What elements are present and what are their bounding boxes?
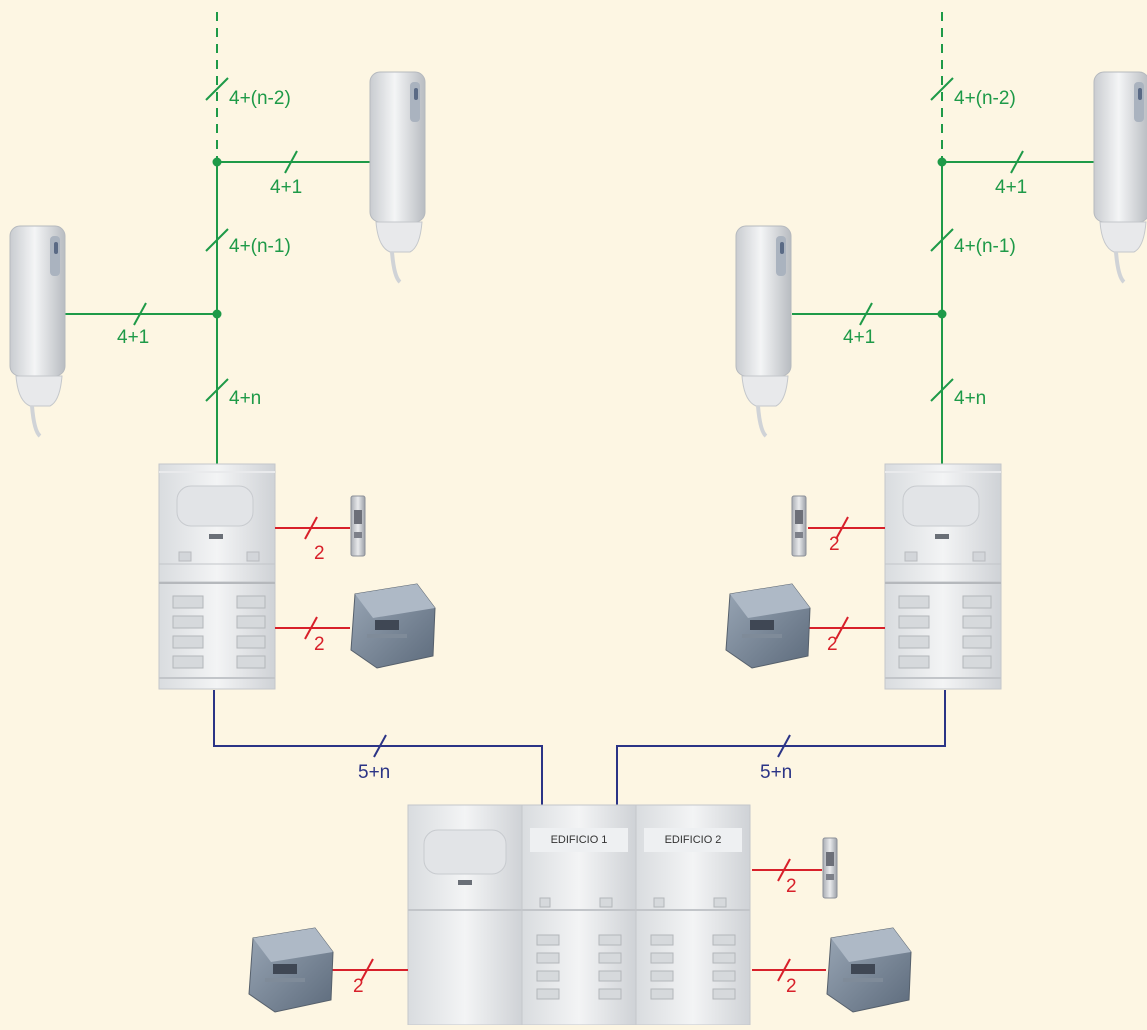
main-power-left-label: 2 [353, 976, 364, 997]
left-bottom-label: 4+n [229, 388, 261, 409]
left-lock-label: 2 [314, 543, 325, 564]
door-entry-panel-icon [884, 463, 1002, 690]
left-mid-label: 4+(n-1) [229, 236, 291, 257]
main-panel-label-building-2: EDIFICIO 2 [665, 834, 722, 846]
right-branch-upper-label: 4+1 [995, 177, 1027, 198]
left-junction-upper [212, 157, 222, 167]
left-junction-lower [212, 309, 222, 319]
main-panel-label-building-1: EDIFICIO 1 [551, 834, 608, 846]
power-supply-icon [350, 583, 436, 669]
right-power-label: 2 [827, 634, 838, 655]
left-bus-wire [213, 690, 543, 806]
electric-lock-icon [350, 495, 366, 557]
main-entrance-panel: EDIFICIO 1 EDIFICIO 2 2 2 [248, 804, 912, 1026]
right-branch-lower-label: 4+1 [843, 327, 875, 348]
left-power-label: 2 [314, 634, 325, 655]
right-bus-wire [616, 690, 946, 806]
left-branch-lower-label: 4+1 [117, 327, 149, 348]
right-junction-lower [937, 309, 947, 319]
door-entry-panel-icon [158, 463, 276, 690]
right-junction-upper [937, 157, 947, 167]
left-top-label: 4+(n-2) [229, 88, 291, 109]
left-bus-label: 5+n [358, 762, 390, 783]
electric-lock-icon [822, 837, 838, 899]
power-supply-icon [826, 927, 912, 1013]
left-branch-upper-label: 4+1 [270, 177, 302, 198]
intercom-handset-icon [1092, 70, 1147, 284]
intercom-handset-icon [734, 224, 793, 438]
electric-lock-icon [791, 495, 807, 557]
left-building: 4+(n-2) 4+1 4+(n-1) 4+1 4+n 2 2 [8, 12, 436, 690]
main-power-right-label: 2 [786, 976, 797, 997]
intercom-handset-icon [368, 70, 427, 284]
power-supply-icon [725, 583, 811, 669]
right-top-label: 4+(n-2) [954, 88, 1016, 109]
right-mid-label: 4+(n-1) [954, 236, 1016, 257]
main-lock-label: 2 [786, 876, 797, 897]
right-bottom-label: 4+n [954, 388, 986, 409]
right-lock-label: 2 [829, 534, 840, 555]
right-bus-label: 5+n [760, 762, 792, 783]
power-supply-icon [248, 927, 334, 1013]
intercom-handset-icon [8, 224, 67, 438]
bus-wiring: 5+n 5+n [213, 690, 946, 806]
right-building: 4+(n-2) 4+1 4+(n-1) 4+1 4+n 2 2 [725, 12, 1147, 690]
